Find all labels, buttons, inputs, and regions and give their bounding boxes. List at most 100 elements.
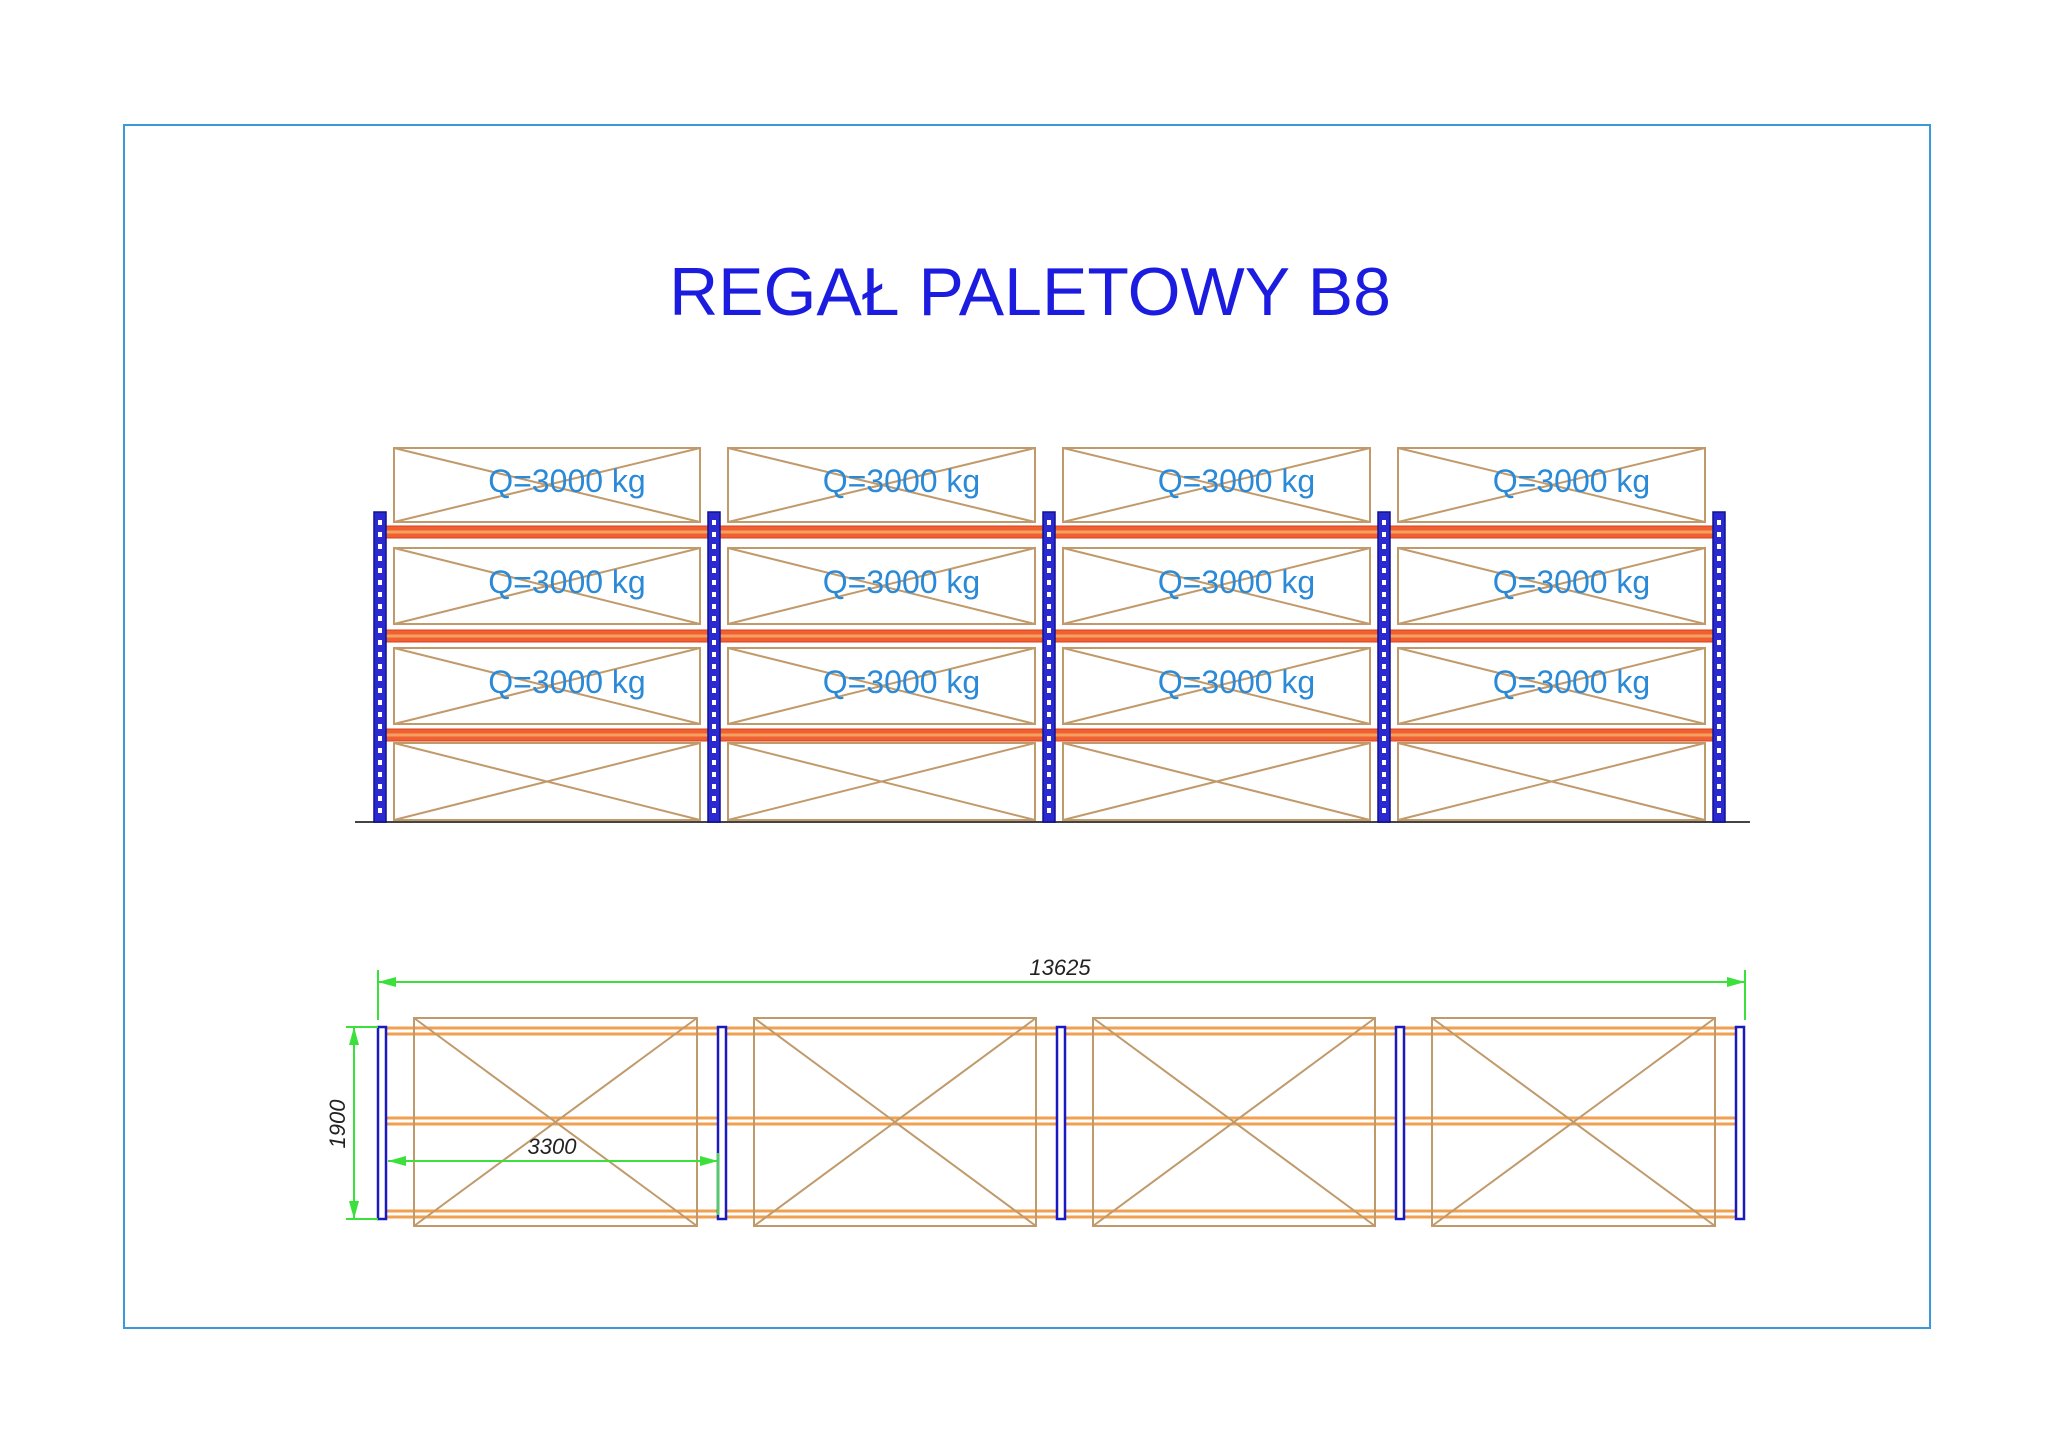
upright-perforation — [1717, 712, 1721, 717]
upright-perforation — [378, 676, 382, 681]
dimension-label-depth: 1900 — [325, 1099, 350, 1149]
upright-perforation — [712, 640, 716, 645]
upright-perforation — [712, 532, 716, 537]
upright-perforation — [378, 616, 382, 621]
upright-perforation — [712, 556, 716, 561]
load-capacity-label: Q=3000 kg — [1158, 664, 1315, 700]
upright-perforation — [1047, 580, 1051, 585]
upright-perforation — [378, 688, 382, 693]
pallet-box — [393, 547, 701, 625]
upright-perforation — [1047, 700, 1051, 705]
pallet-cross-line — [1397, 742, 1706, 821]
upright-perforation — [712, 748, 716, 753]
upright-perforation — [1717, 688, 1721, 693]
upright-perforation — [1047, 724, 1051, 729]
upright-perforation — [1382, 784, 1386, 789]
upright-perforation — [378, 592, 382, 597]
upright-perforation — [378, 760, 382, 765]
pallet-box — [1062, 447, 1371, 523]
upright-perforation — [1382, 604, 1386, 609]
upright-perforation — [1717, 580, 1721, 585]
upright-perforation — [1047, 772, 1051, 777]
upright-perforation — [1717, 784, 1721, 789]
plan-pallet-cross-line — [753, 1017, 1037, 1227]
pallet-cross-line — [727, 447, 1036, 523]
upright-perforation — [1047, 652, 1051, 657]
upright-perforation — [1382, 628, 1386, 633]
plan-pallet-box — [1092, 1017, 1376, 1227]
upright-perforation — [1047, 544, 1051, 549]
pallet-cross-line — [393, 447, 701, 523]
upright-perforation — [1382, 652, 1386, 657]
upright-perforation — [1382, 748, 1386, 753]
upright-perforation — [1047, 604, 1051, 609]
upright-perforation — [1382, 616, 1386, 621]
pallet-cross-line — [727, 547, 1036, 625]
pallet-cross-line — [1062, 547, 1371, 625]
arrowhead-left — [378, 977, 396, 987]
upright-perforation — [1717, 748, 1721, 753]
upright-perforation — [712, 652, 716, 657]
upright-perforation — [712, 796, 716, 801]
plan-pallet-box — [753, 1017, 1037, 1227]
dimension-bay-width: 3300 — [388, 1134, 719, 1215]
upright-perforation — [712, 808, 716, 813]
upright-perforation — [378, 640, 382, 645]
upright-perforation — [378, 784, 382, 789]
pallet-box — [727, 447, 1036, 523]
upright-perforation — [1047, 796, 1051, 801]
pallet-cross-line — [727, 647, 1036, 725]
upright-perforation — [1717, 808, 1721, 813]
pallet-cross-line — [1062, 447, 1371, 523]
load-capacity-label: Q=3000 kg — [1158, 564, 1315, 600]
upright-perforation — [1382, 520, 1386, 525]
upright-perforation — [378, 808, 382, 813]
upright-perforation — [1047, 676, 1051, 681]
upright-perforation — [1382, 724, 1386, 729]
pallet-cross-line — [1397, 547, 1706, 625]
upright-perforation — [1047, 664, 1051, 669]
pallet-box — [1062, 742, 1371, 821]
dimension-depth: 1900 — [325, 1026, 378, 1220]
upright-perforation — [1047, 592, 1051, 597]
upright-perforation — [378, 700, 382, 705]
upright-perforation — [378, 736, 382, 741]
upright-perforation — [1382, 592, 1386, 597]
plan-pallet-box — [1431, 1017, 1716, 1227]
upright-perforation — [1047, 532, 1051, 537]
arrowhead-bay-right — [700, 1156, 718, 1166]
upright-perforation — [712, 580, 716, 585]
pallet-box — [1062, 647, 1371, 725]
drawing-title: REGAŁ PALETOWY B8 — [669, 254, 1391, 330]
dimension-label-bay-width: 3300 — [528, 1134, 578, 1159]
upright-perforation — [1717, 652, 1721, 657]
plan-pallet-box — [413, 1017, 698, 1227]
plan-pallet-cross-line — [413, 1017, 698, 1227]
upright-perforation — [1717, 544, 1721, 549]
pallet-cross-line — [1062, 742, 1371, 821]
upright-perforation — [378, 796, 382, 801]
upright-perforation — [1047, 784, 1051, 789]
upright-perforation — [1717, 520, 1721, 525]
load-capacity-label: Q=3000 kg — [488, 463, 645, 499]
upright-perforation — [1382, 760, 1386, 765]
upright-perforation — [1047, 640, 1051, 645]
upright-perforation — [1047, 568, 1051, 573]
pallet-box — [393, 447, 701, 523]
arrowhead-bottom — [349, 1201, 359, 1219]
drawing-frame — [123, 124, 1931, 1329]
load-capacity-label: Q=3000 kg — [1493, 564, 1650, 600]
upright-perforation — [1382, 736, 1386, 741]
upright-perforation — [712, 772, 716, 777]
upright-perforation — [712, 592, 716, 597]
upright-perforation — [712, 676, 716, 681]
arrowhead-bay-left — [388, 1156, 406, 1166]
upright-perforation — [1382, 580, 1386, 585]
upright-perforation — [1382, 700, 1386, 705]
upright-perforation — [1717, 604, 1721, 609]
upright-perforation — [378, 652, 382, 657]
upright-perforation — [1717, 700, 1721, 705]
upright-perforation — [712, 724, 716, 729]
upright-perforation — [1047, 808, 1051, 813]
